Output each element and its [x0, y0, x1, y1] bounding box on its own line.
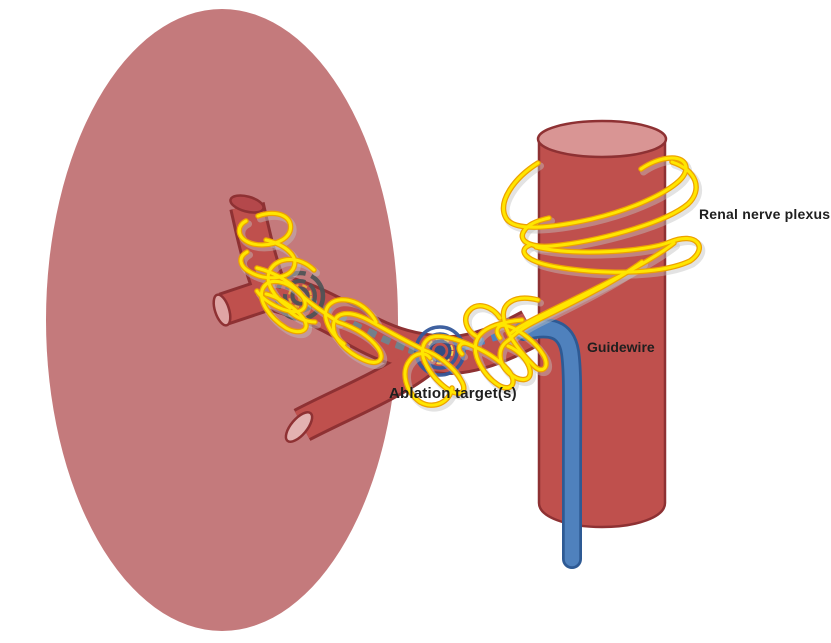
ablation-targets-label: Ablation target(s) [389, 385, 517, 402]
artery-branch-opening-lower [284, 411, 314, 443]
guidewire-label: Guidewire [587, 339, 655, 355]
artery-branch-opening-left [212, 293, 232, 327]
guidewire-tube [514, 318, 583, 569]
artery-branch-opening-top [229, 194, 265, 214]
aorta-top-opening [536, 119, 668, 159]
renal-nerve-plexus-label: Renal nerve plexus [699, 206, 831, 222]
